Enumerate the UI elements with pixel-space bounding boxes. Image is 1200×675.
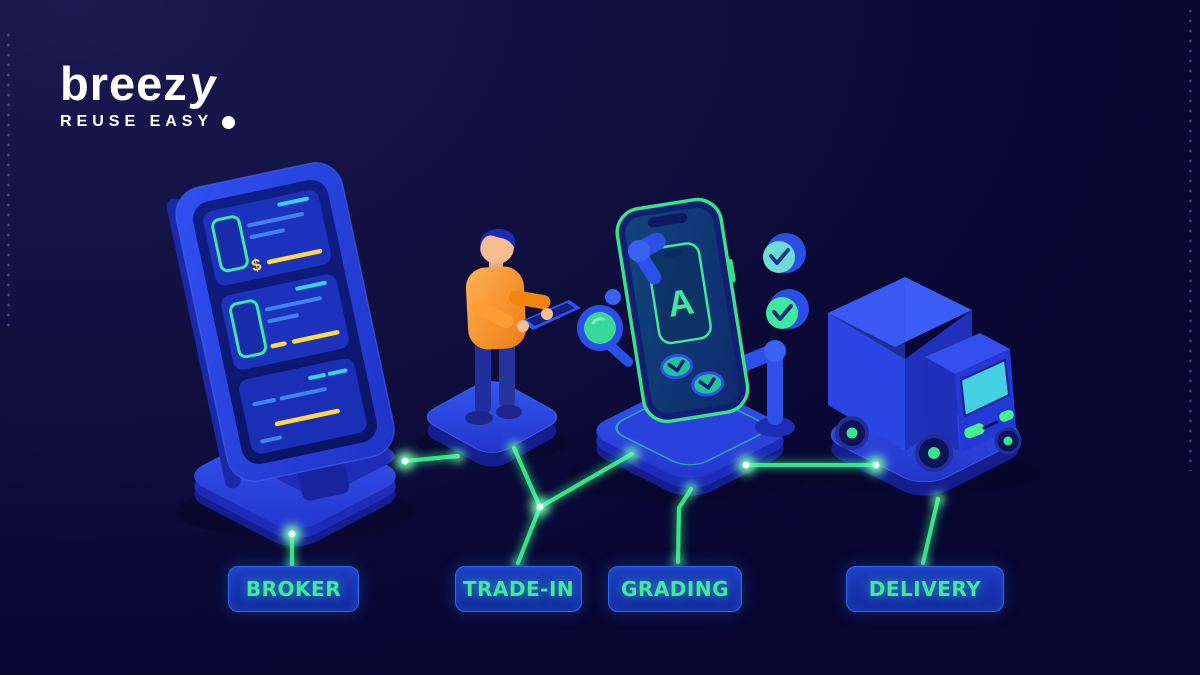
check-badge-icon: [766, 289, 809, 329]
check-icon: [667, 359, 685, 373]
grade-a-badge: A: [646, 242, 712, 345]
wheel-hub: [928, 447, 940, 459]
windshield: [959, 358, 1011, 418]
headlight: [999, 409, 1014, 422]
person-hand: [517, 320, 529, 332]
step-label-delivery: DELIVERY: [846, 566, 1004, 612]
check-icon: [698, 377, 716, 390]
step-label-trade-in: TRADE-IN: [455, 566, 582, 612]
person-arm: [470, 290, 551, 329]
phone-mockup: A: [615, 197, 750, 424]
logo-dot-icon: [222, 116, 236, 129]
person-shoe: [465, 411, 493, 425]
person-leg: [499, 337, 515, 409]
dotted-column-left: [7, 30, 10, 330]
brand-name-tail: y: [186, 55, 221, 112]
step-label-grading: GRADING: [608, 566, 742, 612]
headlight: [964, 423, 985, 439]
phone-outline-icon: [211, 215, 249, 273]
check-badge-icon: [763, 233, 806, 273]
robot-arm-left: [577, 232, 666, 367]
person-shirt: [465, 266, 527, 350]
listing-kiosk: $: [166, 162, 395, 501]
person-shoe: [496, 405, 522, 419]
delivery-illustration: [809, 277, 1041, 496]
brand-name-head: breez: [60, 57, 188, 110]
dotted-column-right: [1189, 6, 1192, 471]
brand-tagline: REUSE EASY: [60, 113, 214, 130]
phone-side-button: [726, 258, 736, 283]
magnifier-icon: [577, 305, 634, 367]
dollar-sign: $: [250, 255, 264, 276]
person-leg: [475, 337, 491, 415]
connector-delivery: [920, 496, 941, 566]
grille: [982, 420, 999, 430]
step-label-broker: BROKER: [228, 566, 359, 612]
broker-illustration: $: [166, 162, 415, 547]
person-hair: [479, 228, 516, 251]
listing-card-2: [221, 274, 349, 370]
truck-cab: [925, 333, 1016, 453]
truck: [828, 277, 1022, 472]
check-chip: [691, 371, 725, 397]
grading-illustration: A: [568, 197, 812, 501]
listing-card-1: $: [203, 190, 331, 286]
listing-card-3: [239, 358, 367, 454]
grade-letter: A: [665, 280, 697, 325]
wheel-hub: [1003, 436, 1013, 446]
wheel-hub: [846, 427, 858, 439]
phone-outline-icon: [229, 299, 268, 359]
phone-notch: [647, 212, 688, 228]
person-hand: [541, 308, 553, 320]
check-chip: [660, 353, 694, 380]
person-figure: [465, 228, 581, 425]
trade-in-platform: [426, 381, 558, 467]
